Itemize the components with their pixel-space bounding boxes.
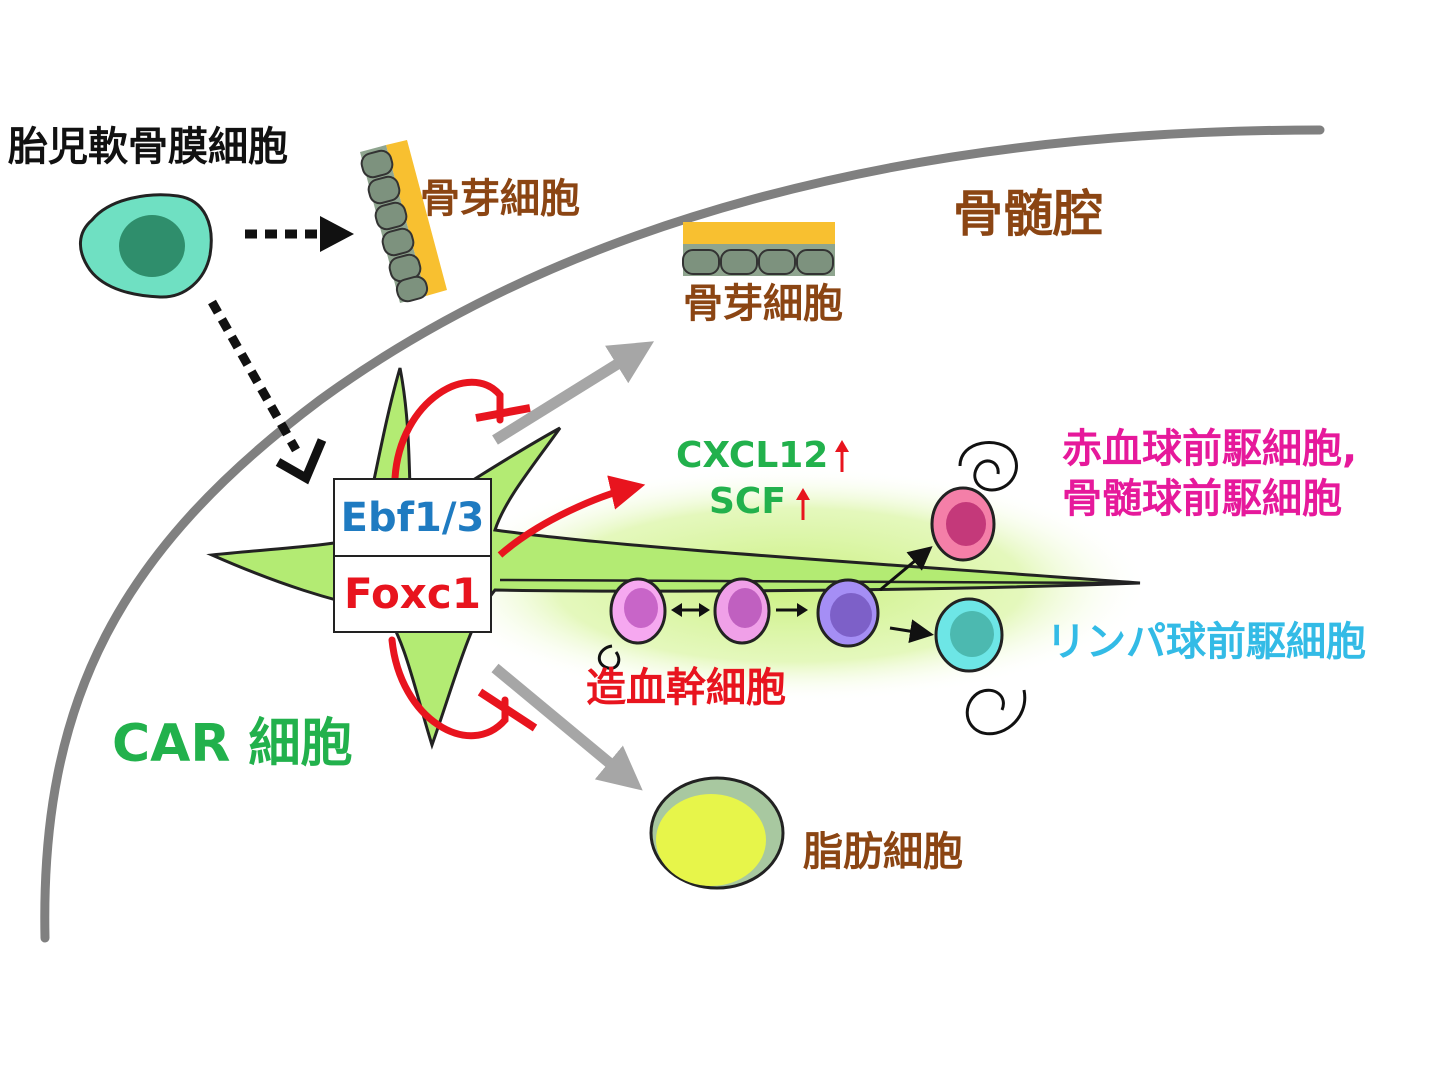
label-erythroid-progenitor: 赤血球前駆細胞, [1062, 426, 1358, 472]
label-adipocyte: 脂肪細胞 [803, 829, 963, 875]
bone-surface-curve [40, 125, 1325, 943]
dotted-arrow-head-right [320, 216, 354, 252]
label-myeloid-progenitor: 骨髄球前駆細胞 [1062, 476, 1342, 522]
inhibition-arc-lower [388, 636, 509, 740]
inhibition-bar-upper [475, 404, 531, 422]
dotted-arrow-to-car-cell [208, 299, 300, 453]
gray-arrow-to-osteoblast [492, 341, 655, 445]
label-osteoblast-mid: 骨芽細胞 [683, 281, 843, 327]
red-arrow-to-cxcl12 [497, 475, 646, 558]
osteoblast-column-top [360, 140, 447, 303]
label-osteoblast-top: 骨芽細胞 [420, 176, 580, 222]
car-cell-body [206, 367, 1141, 750]
foxc1-box: Foxc1 [333, 555, 492, 633]
self-renewal-icon-lymphoid [965, 688, 1027, 736]
arrow-to-erythroid [879, 546, 933, 592]
bidirectional-arrow [671, 603, 710, 617]
label-cxcl12: CXCL12 [676, 435, 829, 476]
label-hsc: 造血幹細胞 [586, 665, 786, 711]
ebf-box: Ebf1/3 [333, 478, 492, 558]
label-fetal-perichondrial-cell: 胎児軟骨膜細胞 [8, 124, 288, 170]
lymphoid-progenitor [934, 597, 1004, 673]
label-scf: SCF [709, 481, 786, 522]
inhibition-arc-upper [391, 378, 504, 482]
up-arrow-cxcl12 [835, 440, 849, 472]
perichondrial-cell [79, 193, 213, 299]
inhibition-bar-lower [477, 688, 538, 732]
arrow-to-mpp [776, 603, 808, 617]
self-renewal-icon-hsc [597, 644, 621, 670]
adipocyte-cell [649, 776, 785, 890]
self-renewal-icon-erythroid [958, 441, 1018, 492]
osteoblast-row-mid [682, 222, 835, 276]
up-arrow-scf [796, 488, 810, 520]
label-bone-marrow-cavity: 骨髄腔 [953, 185, 1103, 243]
label-car-cell: CAR 細胞 [112, 714, 353, 774]
erythroid-myeloid-progenitor [930, 486, 996, 562]
gray-arrow-to-adipocyte [491, 663, 643, 791]
label-lymphoid-progenitor: リンパ球前駆細胞 [1046, 619, 1366, 665]
hsc-cell-1 [609, 577, 667, 645]
multipotent-progenitor [816, 578, 880, 648]
arrow-to-lymphoid [889, 619, 934, 644]
hsc-cell-2 [713, 577, 771, 645]
dotted-arrow-head-down [275, 438, 327, 485]
